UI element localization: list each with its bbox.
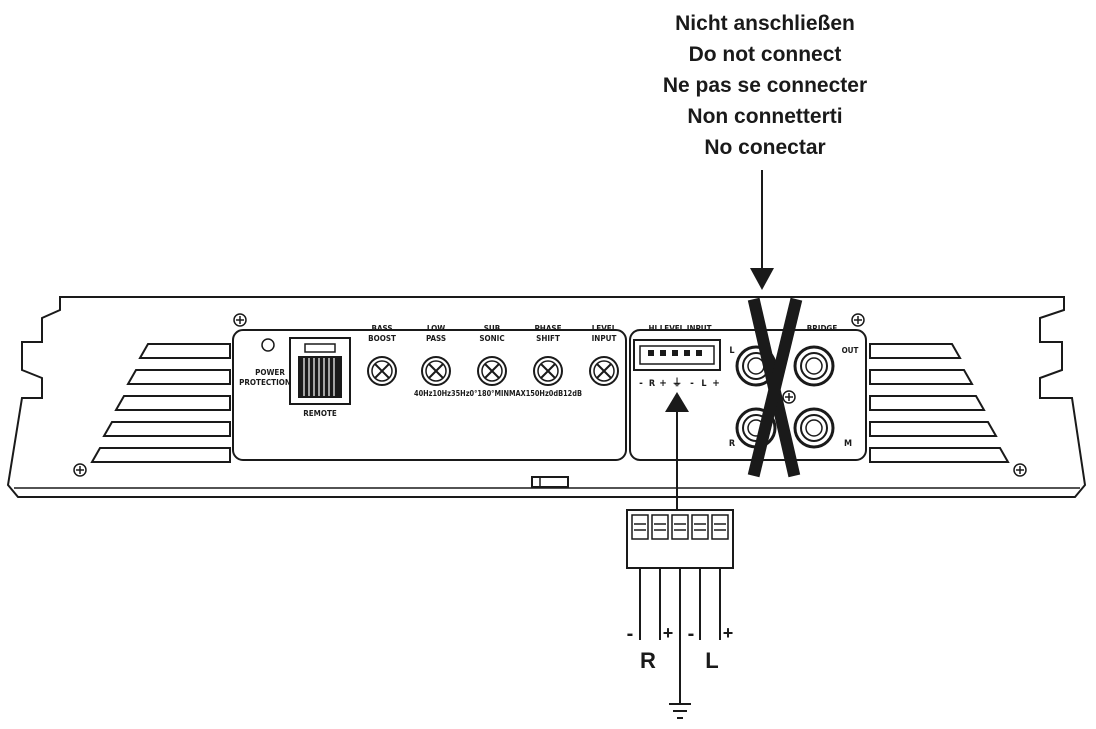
knob-sub-sonic-top: SUB: [484, 324, 501, 333]
wire-r-plus-label: +: [663, 623, 674, 643]
wire-l-minus-label: -: [688, 623, 695, 645]
warning-line-it: Non connetterti: [687, 105, 843, 128]
hi-pin-ground: ⏚: [672, 377, 682, 389]
connection-arrow-up-icon: [665, 392, 689, 510]
knob-bass-boost[interactable]: [367, 356, 397, 386]
hi-pin-l-minus: -: [690, 378, 694, 389]
hi-pin-r: R: [649, 379, 656, 389]
hi-pin-r-plus: +: [659, 378, 667, 389]
housing-screw-top-right: [851, 313, 865, 327]
warning-line-de: Nicht anschließen: [675, 12, 855, 35]
panel-screw: [782, 390, 796, 404]
knob-low-pass[interactable]: [421, 356, 451, 386]
knob-phase-shift-bottom: SHIFT: [536, 334, 560, 343]
terminal-block-plug[interactable]: [626, 509, 734, 569]
knob-sub-sonic[interactable]: [477, 356, 507, 386]
channel-l-label: L: [705, 648, 718, 673]
hi-level-input-label: HI LEVEL INPUT: [648, 324, 711, 333]
wire-r-minus-label: -: [627, 623, 634, 645]
fuse-slot: [531, 476, 569, 488]
knob-low-pass-bottom: PASS: [426, 334, 446, 343]
hi-level-input-socket[interactable]: [633, 339, 721, 371]
rca-right-label: R: [729, 439, 736, 449]
power-label: POWER: [255, 368, 285, 377]
hi-pin-l-plus: +: [712, 378, 720, 389]
warning-line-fr: Ne pas se connecter: [662, 74, 868, 97]
knob-phase-shift[interactable]: [533, 356, 563, 386]
knob-phase-shift-top: PHASE: [535, 324, 562, 333]
rca-m-label: M: [844, 439, 852, 449]
wire-l-plus-label: +: [723, 623, 734, 643]
knob-level-input[interactable]: [589, 356, 619, 386]
knob-scale-labels: 40Hz10Hz35Hz0°180°MINMAX150Hz0dB12dB: [414, 389, 582, 398]
remote-label: REMOTE: [303, 409, 337, 418]
remote-connector: [289, 337, 351, 405]
do-not-connect-cross-icon: [747, 297, 803, 478]
knob-bass-boost-top: BASS: [371, 324, 392, 333]
hi-pin-r-minus: -: [639, 378, 643, 389]
warning-arrow-down-icon: [750, 170, 774, 290]
right-cooling-fins: [869, 343, 1010, 463]
hi-pin-l: L: [701, 379, 706, 389]
knob-bass-boost-bottom: BOOST: [368, 334, 396, 343]
power-protection-led: [261, 338, 275, 352]
knob-level-input-bottom: INPUT: [592, 334, 617, 343]
rca-bridge-m-jack[interactable]: [793, 407, 835, 449]
housing-screw-top-left: [233, 313, 247, 327]
housing-screw-bottom-right: [1013, 463, 1027, 477]
rca-left-label: L: [729, 346, 734, 356]
bridge-label: BRIDGE: [807, 324, 838, 333]
knob-sub-sonic-bottom: SONIC: [479, 334, 504, 343]
warning-line-es: No conectar: [704, 136, 826, 159]
rca-out-label: OUT: [842, 346, 859, 355]
knob-level-input-top: LEVEL: [592, 324, 617, 333]
housing-screw-bottom-left: [73, 463, 87, 477]
warning-line-en: Do not connect: [688, 43, 842, 66]
knob-low-pass-top: LOW: [427, 324, 445, 333]
speaker-wires: [639, 568, 721, 640]
rca-out-jack[interactable]: [793, 345, 835, 387]
left-cooling-fins: [90, 343, 231, 463]
protection-label: PROTECTION: [239, 378, 291, 387]
ground-symbol-icon: [669, 703, 691, 719]
channel-r-label: R: [640, 648, 656, 673]
